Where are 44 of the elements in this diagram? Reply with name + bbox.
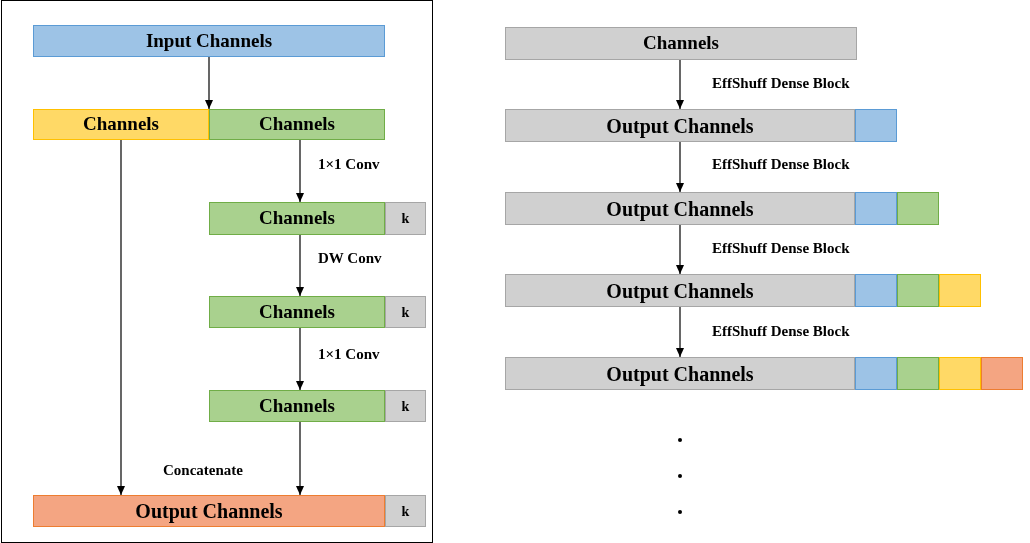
color-block xyxy=(855,109,897,142)
channel-bar: Channels xyxy=(505,27,857,60)
arrow xyxy=(676,224,684,275)
channel-bar: Output Channels xyxy=(505,192,855,225)
arrow xyxy=(676,59,684,110)
channel-bar: Channels xyxy=(33,109,209,140)
arrow xyxy=(296,327,304,391)
edge-label: EffShuff Dense Block xyxy=(712,157,850,172)
edge-label: EffShuff Dense Block xyxy=(712,324,850,339)
color-block xyxy=(897,192,939,225)
color-block xyxy=(939,274,981,307)
channel-bar: k xyxy=(385,202,426,235)
channel-bar: Channels xyxy=(209,390,385,422)
arrow xyxy=(676,141,684,193)
arrow xyxy=(205,56,213,110)
channel-bar: k xyxy=(385,390,426,422)
color-block xyxy=(897,274,939,307)
channel-bar: Channels xyxy=(209,202,385,235)
channel-bar: Channels xyxy=(209,109,385,140)
color-block xyxy=(855,192,897,225)
channel-bar: Output Channels xyxy=(505,357,855,390)
color-block xyxy=(897,357,939,390)
channel-bar: k xyxy=(385,495,426,527)
edge-label: DW Conv xyxy=(318,251,382,266)
arrow xyxy=(117,139,125,496)
color-block xyxy=(939,357,981,390)
channel-bar: Channels xyxy=(209,296,385,328)
edge-label: EffShuff Dense Block xyxy=(712,241,850,256)
edge-label: 1×1 Conv xyxy=(318,347,380,362)
edge-label: 1×1 Conv xyxy=(318,157,380,172)
channel-bar: k xyxy=(385,296,426,328)
edge-label: EffShuff Dense Block xyxy=(712,76,850,91)
channel-bar: Output Channels xyxy=(505,274,855,307)
color-block xyxy=(981,357,1023,390)
channel-bar: Input Channels xyxy=(33,25,385,57)
annotation-label: Concatenate xyxy=(163,463,243,478)
color-block xyxy=(855,274,897,307)
arrow xyxy=(296,139,304,203)
color-block xyxy=(855,357,897,390)
channel-bar: Output Channels xyxy=(505,109,855,142)
arrow xyxy=(296,421,304,496)
arrow xyxy=(296,234,304,297)
arrow xyxy=(676,306,684,358)
channel-bar: Output Channels xyxy=(33,495,385,527)
